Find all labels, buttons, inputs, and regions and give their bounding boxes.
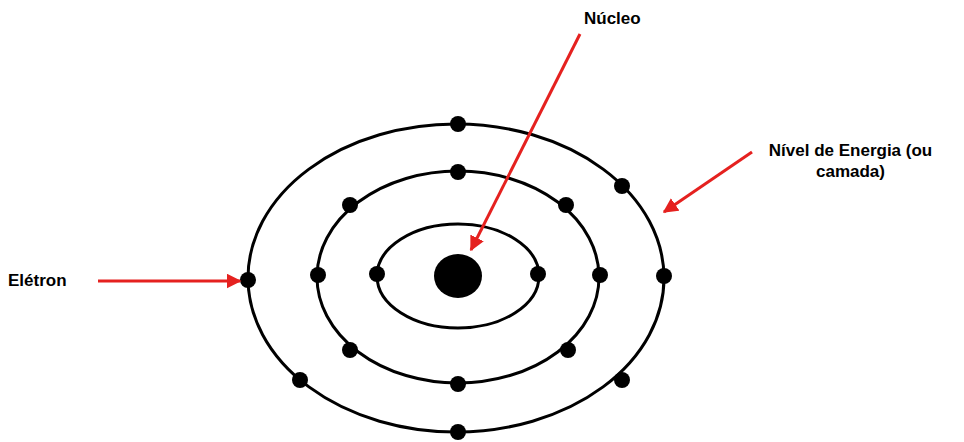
leader-arrows — [98, 34, 752, 281]
orbit — [377, 224, 539, 328]
electron — [614, 178, 630, 194]
leader-arrow — [98, 280, 240, 283]
orbit — [248, 124, 664, 432]
electron — [592, 267, 608, 283]
electron — [450, 424, 466, 440]
electron — [342, 342, 358, 358]
callout-label: Núcleo — [584, 8, 641, 29]
electron — [310, 267, 326, 283]
electron — [292, 372, 308, 388]
electron — [369, 266, 385, 282]
electron — [450, 376, 466, 392]
electron — [342, 197, 358, 213]
electron — [656, 268, 672, 284]
electron — [560, 342, 576, 358]
orbits — [248, 124, 664, 432]
callout-label: Nível de Energia (ou camada) — [758, 140, 943, 183]
electron — [614, 372, 630, 388]
electron — [240, 272, 256, 288]
electron — [558, 197, 574, 213]
electrons — [240, 116, 672, 440]
orbit — [317, 171, 599, 383]
leader-arrow — [471, 34, 580, 250]
callout-label: Elétron — [8, 270, 67, 291]
nucleus — [434, 254, 482, 298]
leader-arrow — [664, 152, 752, 212]
electron — [450, 164, 466, 180]
electron — [530, 266, 546, 282]
electron — [450, 116, 466, 132]
